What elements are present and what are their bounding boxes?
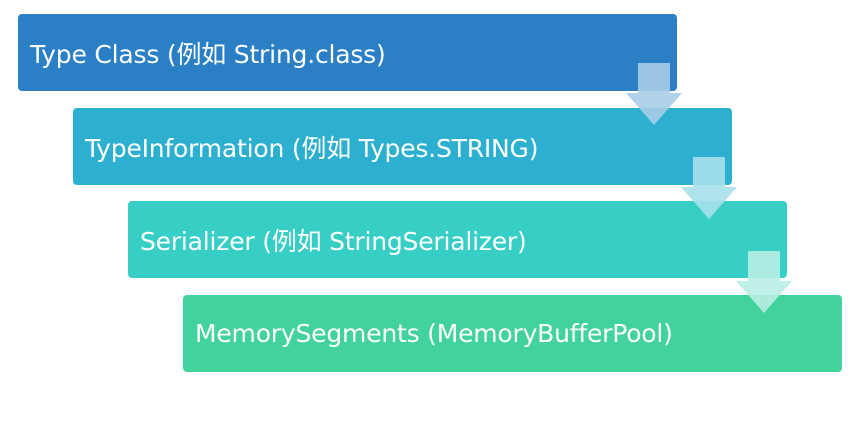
- arrow-down-icon: [626, 63, 682, 125]
- arrow-down-icon: [681, 157, 737, 219]
- arrow-down-icon: [736, 251, 792, 313]
- step-label-type-class: Type Class (例如 String.class): [30, 39, 386, 69]
- step-box-serializer: Serializer (例如 StringSerializer): [128, 201, 787, 278]
- step-label-type-information: TypeInformation (例如 Types.STRING): [85, 133, 539, 163]
- step-label-memory-segments: MemorySegments (MemoryBufferPool): [195, 319, 673, 348]
- step-box-type-information: TypeInformation (例如 Types.STRING): [73, 108, 732, 185]
- step-box-type-class: Type Class (例如 String.class): [18, 14, 677, 91]
- step-box-memory-segments: MemorySegments (MemoryBufferPool): [183, 295, 842, 372]
- step-label-serializer: Serializer (例如 StringSerializer): [140, 226, 527, 256]
